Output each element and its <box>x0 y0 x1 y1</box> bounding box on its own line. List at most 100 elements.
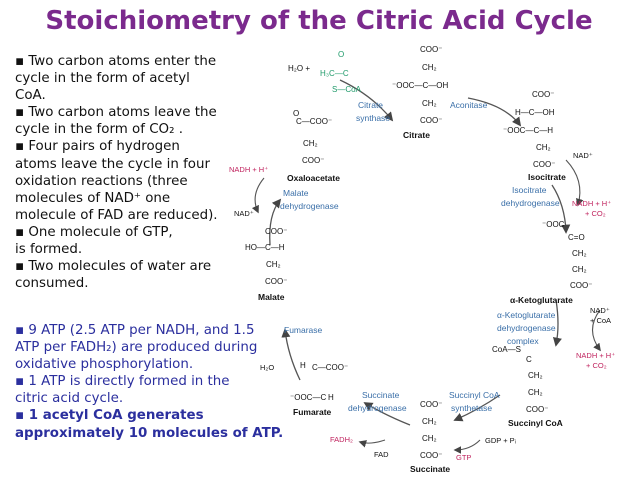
svg-text:C=O: C=O <box>568 233 585 242</box>
svg-text:CH₂: CH₂ <box>422 99 437 108</box>
svg-text:COO⁻: COO⁻ <box>420 451 442 460</box>
bullet-line: ▪ 1 ATP is directly formed in the <box>15 374 230 390</box>
svg-text:O: O <box>338 50 344 59</box>
bullet-list-bottom: ▪ 9 ATP (2.5 ATP per NADH, and 1.5 ATP p… <box>15 322 295 442</box>
compound-succinyl-coa: Succinyl CoA <box>508 418 563 428</box>
nadh-isocitrate: NADH + H⁺ <box>572 199 611 208</box>
coa-s-label: CoA—S <box>492 345 521 354</box>
arrow-fumarase <box>281 328 301 381</box>
succinate-structure: COO⁻ CH₂ CH₂ COO⁻ Succinate <box>410 400 450 474</box>
arrow-aconitase <box>467 97 522 127</box>
compound-fumarate: Fumarate <box>293 407 332 417</box>
slide-title: Stoichiometry of the Citric Acid Cycle <box>45 6 593 36</box>
fadh2: FADH₂ <box>330 435 353 444</box>
svg-text:H: H <box>328 393 334 402</box>
bullet-atp-direct: ▪ 1 ATP is directly formed in the citric… <box>15 373 295 407</box>
svg-text:COO⁻: COO⁻ <box>570 281 592 290</box>
compound-isocitrate: Isocitrate <box>528 172 566 182</box>
compound-succinate: Succinate <box>410 464 450 474</box>
svg-text:H: H <box>300 361 306 370</box>
bullet-line: ▪ 1 acetyl CoA generates <box>15 408 204 424</box>
isocitrate-structure: COO⁻ H—C—OH ⁻OOC—C—H CH₂ COO⁻ Isocitrate <box>503 90 566 182</box>
bullet-atp-total: ▪ 1 acetyl CoA generates approximately 1… <box>15 407 295 441</box>
h2o-fumarase: H₂O <box>260 363 274 372</box>
enzyme-akg-dh-line1: α-Ketoglutarate <box>497 310 556 320</box>
svg-text:C—COO⁻: C—COO⁻ <box>312 363 348 372</box>
enzyme-fumarase: Fumarase <box>284 325 323 335</box>
bullet-carbon-leave: ▪ Two carbon atoms leave the cycle in th… <box>15 104 295 138</box>
h2o-plus-label: H₂O + <box>288 64 310 73</box>
svg-text:COO⁻: COO⁻ <box>526 405 548 414</box>
bullet-water: ▪ Two molecules of water are consumed. <box>15 258 295 292</box>
bullet-line: oxidation reactions (three <box>15 173 188 189</box>
svg-text:CH₂: CH₂ <box>422 417 437 426</box>
coa-akg: + CoA <box>590 316 611 325</box>
fumarate-structure: H C—COO⁻ ⁻OOC—C H Fumarate <box>290 361 348 417</box>
arrow-succinyl-synthetase <box>453 394 501 422</box>
gtp: GTP <box>456 453 471 462</box>
enzyme-citrate-synthase-line1: Citrate <box>358 100 383 110</box>
svg-text:CH₂: CH₂ <box>266 260 281 269</box>
svg-text:⁻OOC—C—H: ⁻OOC—C—H <box>503 126 553 135</box>
arrow-citrate-synthase <box>339 79 394 122</box>
arrow-akg-dh <box>552 299 562 347</box>
compound-malate: Malate <box>258 292 285 302</box>
arrow-malate-dh <box>269 198 282 246</box>
bullet-atp-oxphos: ▪ 9 ATP (2.5 ATP per NADH, and 1.5 ATP p… <box>15 322 295 373</box>
bullet-line: citric acid cycle. <box>15 391 124 407</box>
enzyme-akg-dh-line2: dehydrogenase <box>497 323 556 333</box>
svg-text:CH₂: CH₂ <box>528 388 543 397</box>
svg-text:C—COO⁻: C—COO⁻ <box>296 117 332 126</box>
bullet-line: ▪ Two carbon atoms leave the <box>15 105 217 121</box>
enzyme-citrate-synthase-line2: synthase <box>356 113 390 123</box>
arrow-succinate-dh <box>363 402 411 426</box>
bullet-line: approximately 10 molecules of ATP. <box>15 425 284 441</box>
bullet-line: molecules of NAD⁺ one <box>15 190 171 206</box>
arrow-isocitrate-dh <box>551 184 571 234</box>
compound-oxaloacetate: Oxaloacetate <box>287 173 340 183</box>
compound-akg: α-Ketoglutarate <box>510 295 573 305</box>
svg-text:CH₂: CH₂ <box>536 143 551 152</box>
nad-akg: NAD⁺ <box>590 306 610 315</box>
nadh-malate: NADH + H⁺ <box>229 165 268 174</box>
svg-text:O: O <box>293 109 299 118</box>
enzyme-succinate-dh-line2: dehydrogenase <box>348 403 407 413</box>
enzyme-akg-dh-line3: complex <box>507 336 539 346</box>
svg-text:S—CoA: S—CoA <box>332 85 362 94</box>
enzyme-isocitrate-dh-line2: dehydrogenase <box>501 198 560 208</box>
bullet-carbon-enter: ▪ Two carbon atoms enter the cycle in th… <box>15 53 295 104</box>
bullet-line: ▪ Two carbon atoms enter the <box>15 54 217 69</box>
bullet-line: is formed. <box>15 242 83 258</box>
svg-text:⁻OOC—C—OH: ⁻OOC—C—OH <box>392 81 448 90</box>
enzyme-succinyl-synthetase-line1: Succinyl CoA <box>449 390 500 400</box>
bullet-line: ▪ 9 ATP (2.5 ATP per NADH, and 1.5 <box>15 323 255 338</box>
svg-text:⁻OOC: ⁻OOC <box>542 220 565 229</box>
enzyme-malate-dh-line1: Malate <box>283 188 309 198</box>
cycle-arrows <box>269 79 571 426</box>
acetyl-coa-structure: H₂O + O H₃C—C S—CoA <box>288 50 362 94</box>
bullet-line: ▪ Two molecules of water are <box>15 259 212 275</box>
co2-isocitrate: + CO₂ <box>585 209 606 218</box>
svg-text:COO⁻: COO⁻ <box>420 400 442 409</box>
svg-text:⁻OOC—C: ⁻OOC—C <box>290 393 326 402</box>
svg-text:CH₂: CH₂ <box>422 434 437 443</box>
svg-text:C: C <box>526 355 532 364</box>
svg-text:COO⁻: COO⁻ <box>265 277 287 286</box>
bullet-gtp: ▪ One molecule of GTP, is formed. <box>15 224 295 258</box>
co2-akg: + CO₂ <box>586 361 607 370</box>
bullet-line: oxidative phosphorylation. <box>15 357 194 373</box>
enzyme-aconitase: Aconitase <box>450 100 488 110</box>
nad-isocitrate: NAD⁺ <box>573 151 593 160</box>
svg-text:COO⁻: COO⁻ <box>265 227 287 236</box>
svg-text:H₃C—C: H₃C—C <box>320 69 349 78</box>
enzyme-succinyl-synthetase-line2: synthetase <box>451 403 492 413</box>
svg-text:COO⁻: COO⁻ <box>420 116 442 125</box>
enzyme-isocitrate-dh-line1: Isocitrate <box>512 185 547 195</box>
enzyme-malate-dh-line2: dehydrogenase <box>280 201 339 211</box>
svg-text:COO⁻: COO⁻ <box>302 156 324 165</box>
svg-text:CH₂: CH₂ <box>303 139 318 148</box>
compound-citrate: Citrate <box>403 130 430 140</box>
bullet-line: cycle in the form of CO₂ . <box>15 122 183 138</box>
svg-text:COO⁻: COO⁻ <box>420 45 442 54</box>
